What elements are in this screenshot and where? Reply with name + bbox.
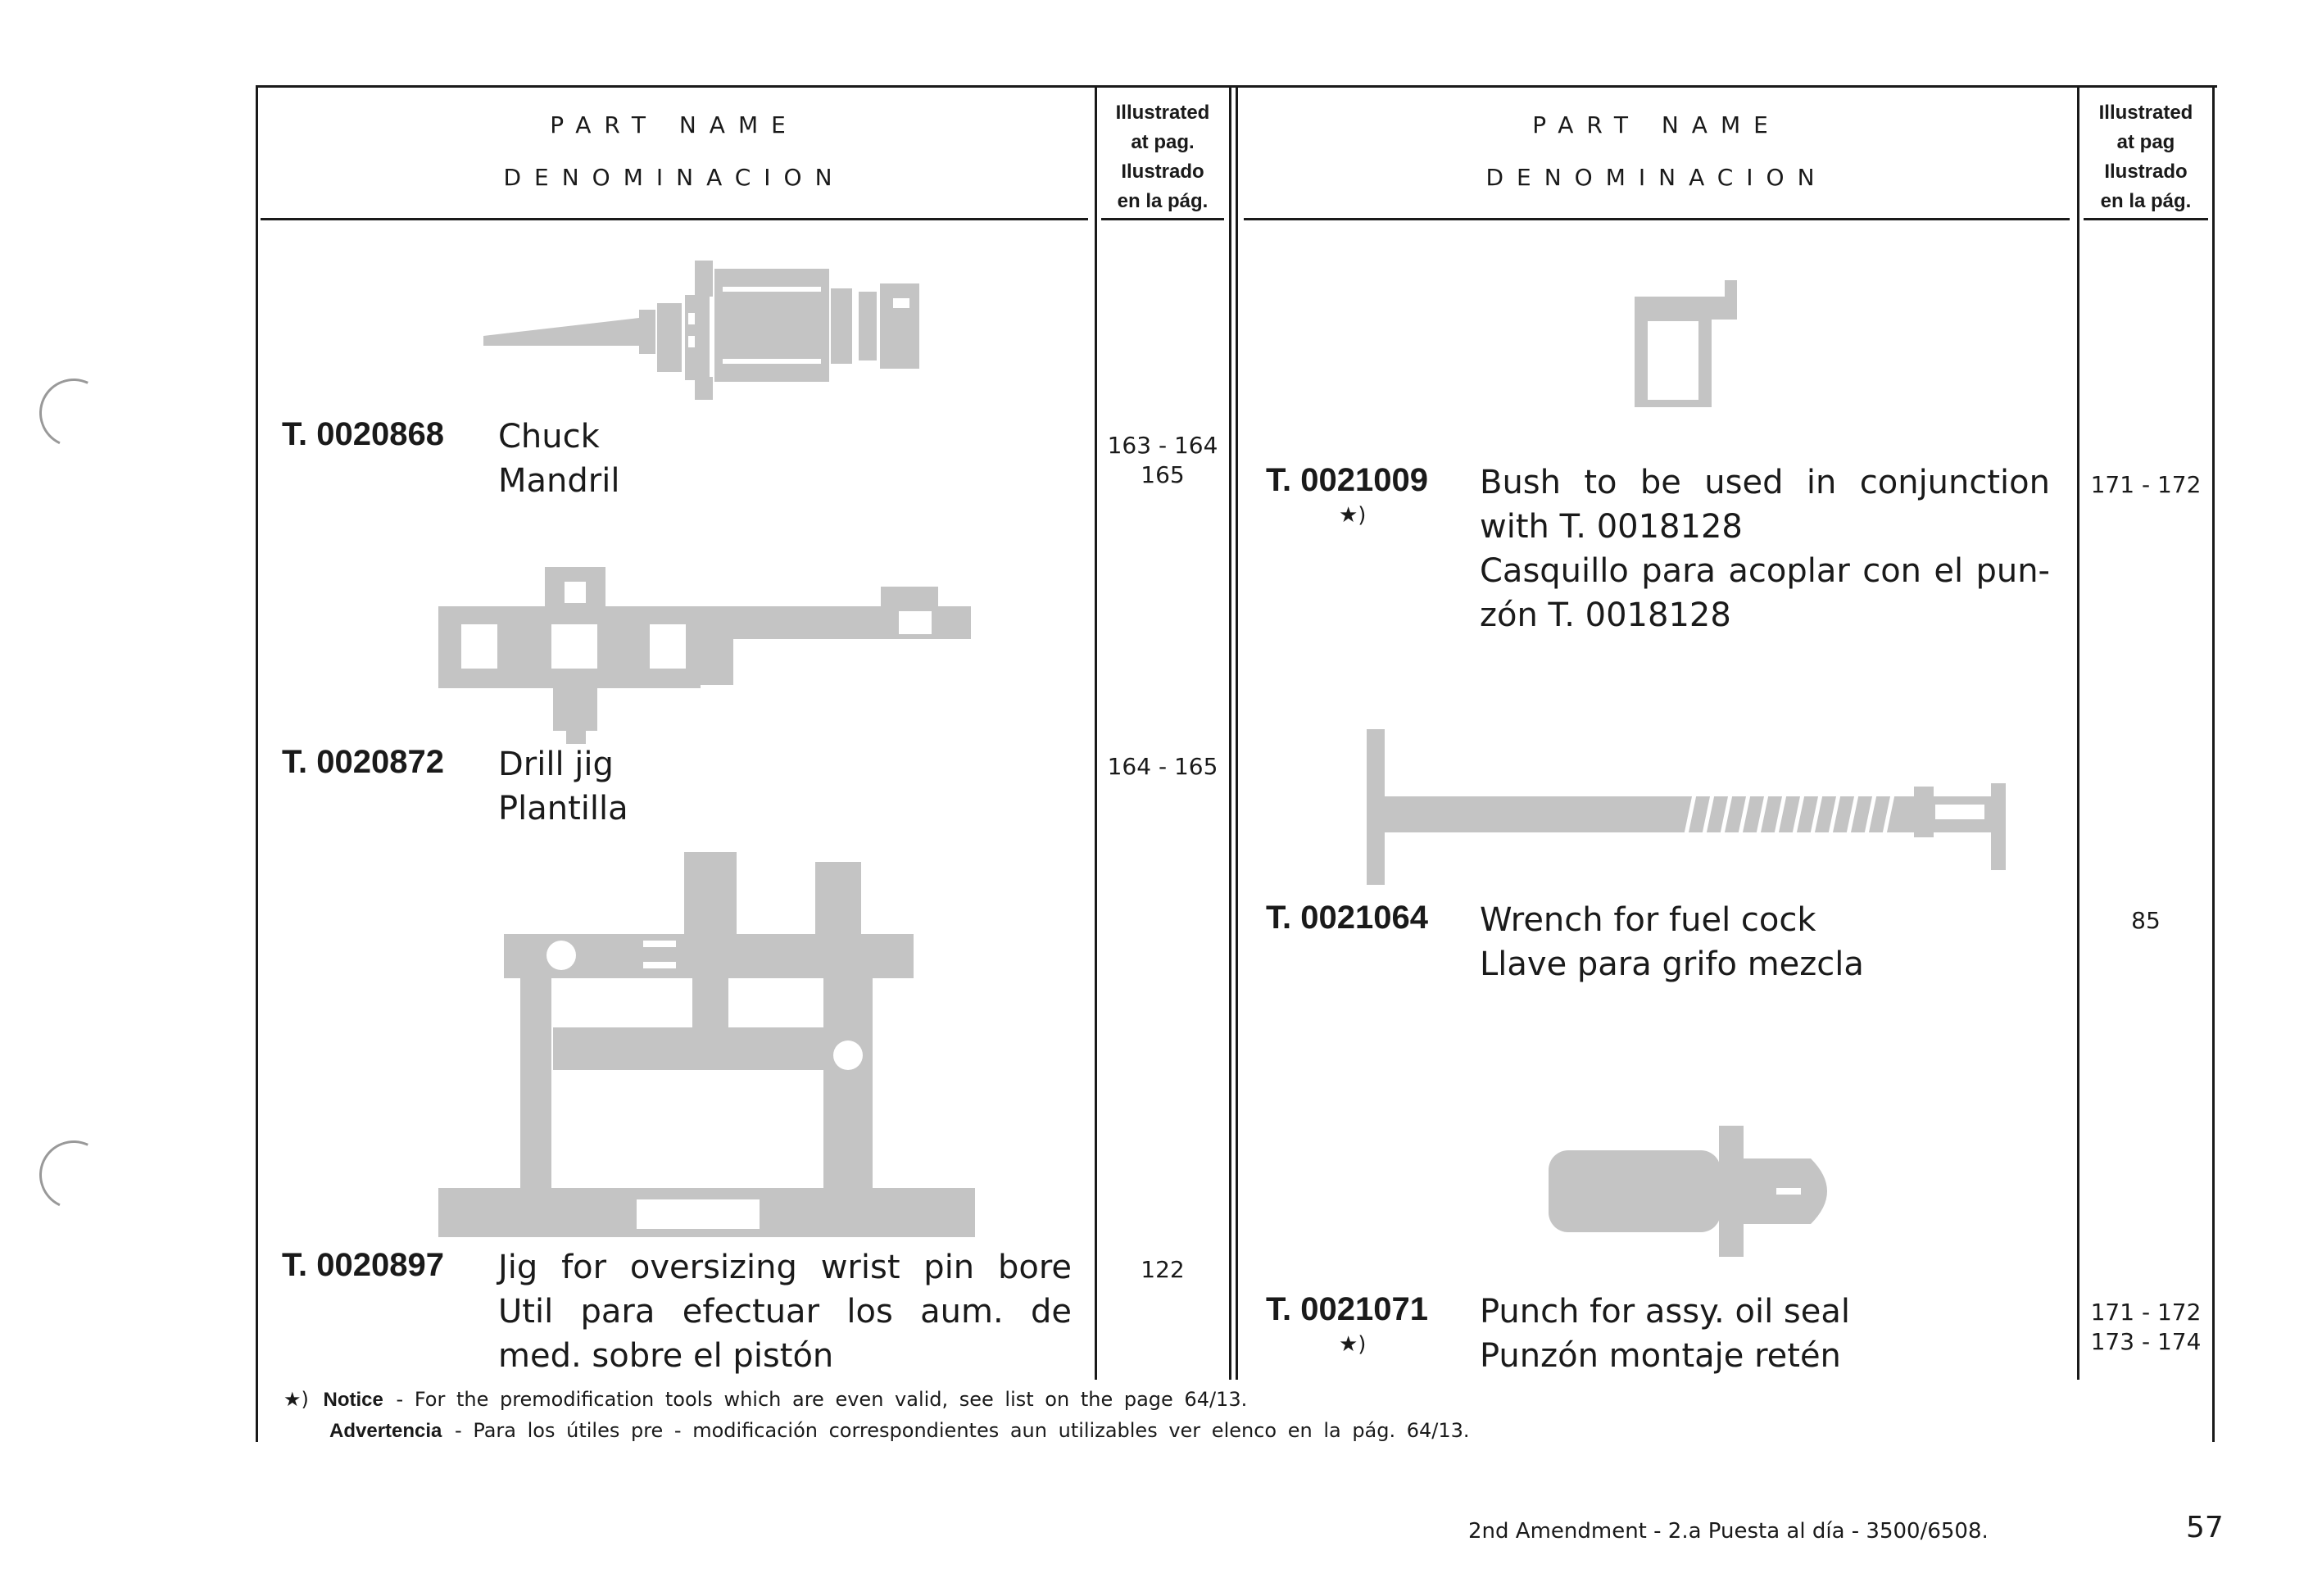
illustrated-page-ref: 171 - 172 173 - 174 — [2090, 1299, 2202, 1355]
part-description: Jig for oversizing wrist pin bore Util p… — [498, 1249, 1072, 1375]
part-code: T. 0020868 — [282, 416, 444, 452]
right-illustrated-header: Illustrated at pag Ilustrado en la pág. — [2098, 102, 2193, 212]
notice-spanish: Advertencia - Para los útiles pre - modi… — [329, 1419, 1470, 1443]
bush-tool-illustration — [1635, 280, 1737, 407]
punch-tool-illustration — [1549, 1126, 1827, 1257]
left-illustrated-column-rule — [1095, 85, 1097, 1380]
part-code: T. 0021009 — [1266, 462, 1428, 498]
notice-english: ★) Notice - For the premodification tool… — [283, 1388, 1247, 1412]
notice-mark: ★) — [283, 1388, 309, 1411]
right-header-underline — [1244, 218, 2070, 220]
wrench-tool-illustration — [1367, 729, 2006, 885]
left-illustrated-header-underline — [1101, 218, 1224, 220]
advertencia-text: - Para los útiles pre - modificación cor… — [455, 1419, 1470, 1442]
center-double-rule-a — [1229, 85, 1231, 1380]
center-double-rule-b — [1236, 85, 1238, 1380]
part-description: Wrench for fuel cock Llave para grifo me… — [1480, 901, 1864, 983]
table-left-rule — [256, 85, 258, 1442]
oversizing-jig-tool-illustration — [438, 852, 975, 1237]
notice-label: Notice — [323, 1389, 383, 1411]
illustrated-page-ref: 164 - 165 — [1107, 753, 1218, 780]
right-header-part-name: PART NAME — [1532, 111, 1781, 138]
right-header-denominacion: DENOMINACION — [1485, 164, 1828, 191]
part-code: T. 0021071 — [1266, 1291, 1428, 1327]
page-number: 57 — [2186, 1511, 2224, 1544]
part-description: Punch for assy. oil seal Punzón montaje … — [1480, 1293, 1850, 1375]
drill-jig-tool-illustration — [438, 567, 979, 744]
binder-hole-top — [29, 369, 118, 457]
table-right-rule — [2212, 85, 2215, 1442]
left-header-denominacion: DENOMINACION — [503, 164, 846, 191]
right-illustrated-column-rule — [2077, 85, 2079, 1380]
amendment-footer: 2nd Amendment - 2.a Puesta al día - 3500… — [1468, 1519, 1989, 1544]
part-description: Bush to be used in conjunction with T. 0… — [1480, 464, 2050, 634]
left-header-underline — [261, 218, 1088, 220]
part-code: T. 0020897 — [282, 1247, 444, 1283]
illustrated-page-ref: 85 — [2131, 907, 2161, 934]
part-description: Drill jig Plantilla — [498, 746, 628, 827]
part-description: Chuck Mandril — [498, 418, 620, 500]
part-code: T. 0021064 — [1266, 900, 1428, 936]
part-code: T. 0020872 — [282, 744, 444, 780]
premodification-marker: ★) — [1339, 1332, 1367, 1357]
left-illustrated-header: Illustrated at pag. Ilustrado en la pág. — [1115, 102, 1210, 212]
notice-text: - For the premodification tools which ar… — [396, 1388, 1248, 1411]
premodification-marker: ★) — [1339, 503, 1367, 528]
illustrated-page-ref: 122 — [1141, 1256, 1185, 1283]
advertencia-label: Advertencia — [329, 1420, 442, 1442]
illustrated-page-ref: 163 - 164 165 — [1107, 432, 1218, 488]
chuck-tool-illustration — [483, 261, 919, 400]
binder-hole-bottom — [29, 1131, 118, 1219]
left-header-part-name: PART NAME — [550, 111, 799, 138]
illustrated-page-ref: 171 - 172 — [2090, 471, 2202, 498]
right-illustrated-header-underline — [2084, 218, 2208, 220]
